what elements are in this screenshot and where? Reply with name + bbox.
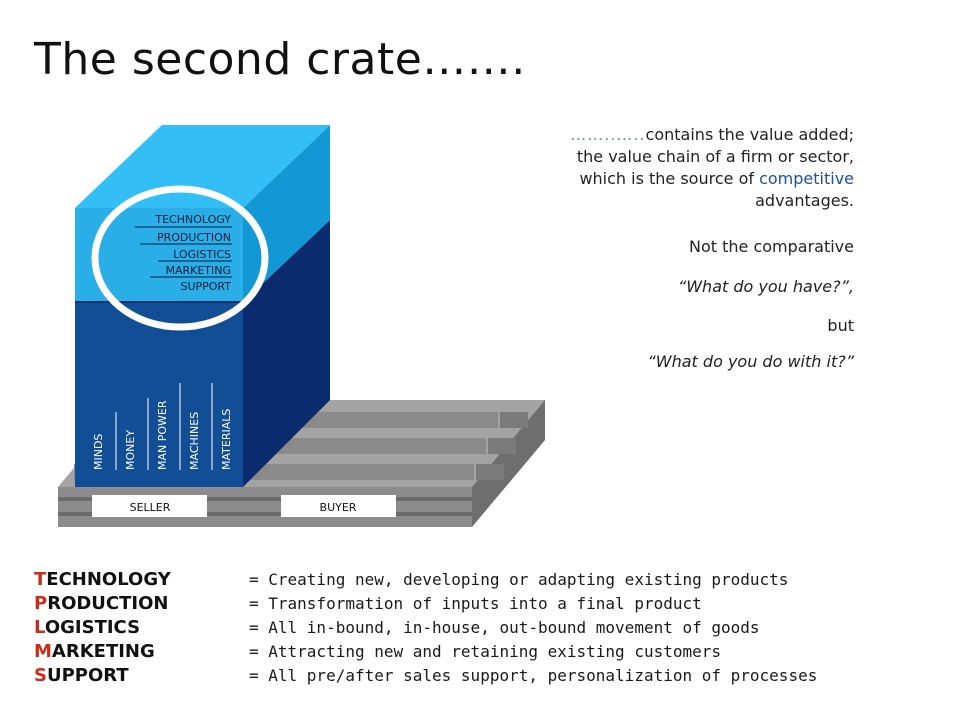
line3-text: which is the source of xyxy=(579,169,760,188)
resource-dividers xyxy=(115,383,213,470)
definition-term: MARKETING xyxy=(34,640,249,664)
page-title: The second crate……. xyxy=(34,34,526,85)
competitive-word: competitive xyxy=(759,169,854,188)
term-initial: M xyxy=(34,641,52,662)
term-rest: ARKETING xyxy=(51,641,155,662)
definition-term: PRODUCTION xyxy=(34,592,249,616)
definition-term: SUPPORT xyxy=(34,664,249,688)
label-machines: MACHINES xyxy=(188,412,201,470)
pallet-buyer-label: BUYER xyxy=(320,501,357,514)
value-chain-underlines xyxy=(135,226,232,278)
resource-labels: MINDS MONEY MAN POWER MACHINES MATERIALS xyxy=(92,400,233,470)
label-technology: TECHNOLOGY xyxy=(154,213,231,226)
label-materials: MATERIALS xyxy=(220,409,233,470)
definition-row: SUPPORT= All pre/after sales support, pe… xyxy=(34,664,934,688)
paragraph-line-1: ……..…..contains the value added; xyxy=(480,124,854,146)
definition-text: = Attracting new and retaining existing … xyxy=(249,642,722,661)
term-initial: L xyxy=(34,617,45,638)
term-rest: RODUCTION xyxy=(47,593,169,614)
definition-term: LOGISTICS xyxy=(34,616,249,640)
definition-text: = Transformation of inputs into a final … xyxy=(249,594,702,613)
paragraph-line-3: which is the source of competitive xyxy=(480,168,854,190)
question-what-do-you-do: “What do you do with it?” xyxy=(647,352,855,371)
question-what-do-you-have: “What do you have?”, xyxy=(677,277,854,296)
definition-row: LOGISTICS= All in-bound, in-house, out-b… xyxy=(34,616,934,640)
term-rest: OGISTICS xyxy=(44,617,141,638)
not-comparative-text: Not the comparative xyxy=(688,237,854,256)
crate xyxy=(75,125,330,487)
label-marketing: MARKETING xyxy=(165,264,231,277)
label-minds: MINDS xyxy=(92,434,105,470)
definition-row: PRODUCTION= Transformation of inputs int… xyxy=(34,592,934,616)
label-production: PRODUCTION xyxy=(157,231,231,244)
highlight-circle xyxy=(91,185,269,331)
term-rest: UPPORT xyxy=(46,665,129,686)
definitions-list: TECHNOLOGY= Creating new, developing or … xyxy=(34,568,934,688)
ellipsis: ……..….. xyxy=(570,125,646,144)
label-support: SUPPORT xyxy=(180,280,231,293)
pallet-seller-label: SELLER xyxy=(130,501,171,514)
definition-text: = All in-bound, in-house, out-bound move… xyxy=(249,618,760,637)
value-chain-labels: TECHNOLOGY PRODUCTION LOGISTICS MARKETIN… xyxy=(154,213,231,293)
definition-row: TECHNOLOGY= Creating new, developing or … xyxy=(34,568,934,592)
value-added-paragraph: ……..…..contains the value added; the val… xyxy=(480,124,854,212)
definition-text: = All pre/after sales support, personali… xyxy=(249,666,818,685)
definition-term: TECHNOLOGY xyxy=(34,568,249,592)
term-initial: T xyxy=(34,569,47,590)
label-logistics: LOGISTICS xyxy=(173,248,231,261)
line1-text: contains the value added; xyxy=(645,125,854,144)
label-money: MONEY xyxy=(124,430,137,470)
label-man-power: MAN POWER xyxy=(156,400,169,470)
term-initial: S xyxy=(34,665,47,686)
paragraph-line-4: advantages. xyxy=(755,191,854,210)
but-text: but xyxy=(827,316,854,335)
term-initial: P xyxy=(34,593,48,614)
definition-row: MARKETING= Attracting new and retaining … xyxy=(34,640,934,664)
paragraph-line-2: the value chain of a firm or sector, xyxy=(576,147,854,166)
term-rest: ECHNOLOGY xyxy=(46,569,171,590)
definition-text: = Creating new, developing or adapting e… xyxy=(249,570,789,589)
